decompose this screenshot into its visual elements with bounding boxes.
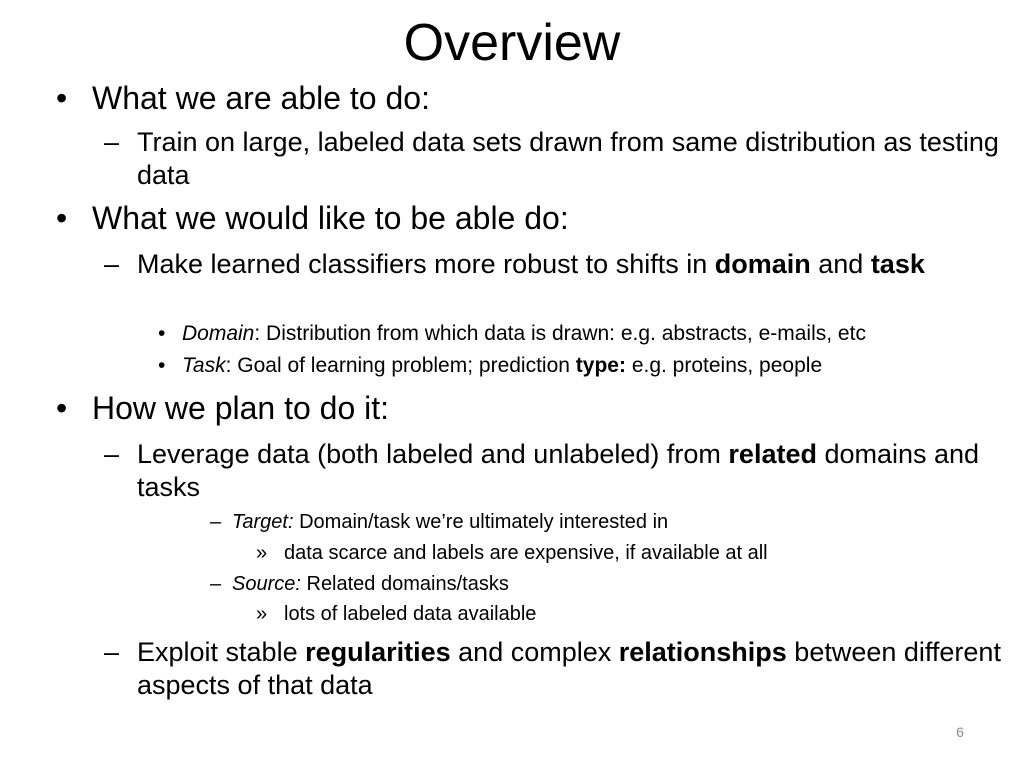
item-text: data scarce and labels are expensive, if… [284,542,768,564]
subbullet-leverage: – Leverage data (both labeled and unlabe… [104,438,1004,504]
subbullet-train: – Train on large, labeled data sets draw… [104,126,1004,192]
italic-target: Target: [232,511,294,533]
text-segment: : Distribution from which data is drawn:… [254,322,866,345]
bold-regularities: regularities [305,637,451,667]
text-segment: Make learned classifiers more robust to … [137,249,715,279]
bold-related: related [728,439,817,469]
page-number: 6 [956,724,964,740]
subbullet-robust: – Make learned classifiers more robust t… [104,248,1004,281]
text-segment: Leverage data (both labeled and unlabele… [137,439,729,469]
subbullet-text: Exploit stable regularities and complex … [137,636,1004,702]
bold-task: task [870,249,925,279]
dash-icon: – [104,637,120,667]
item-text: Target: Domain/task we’re ultimately int… [232,508,1010,536]
bullet-icon: • [158,322,166,345]
item-source: – Source: Related domains/tasks [210,570,1010,598]
bullet-text: What we are able to do: [92,80,430,116]
bullet-text: How we plan to do it: [92,390,390,426]
text-segment: and [810,249,871,279]
bullet-plan: • How we plan to do it: [56,390,1006,426]
text-segment: and complex [450,637,619,667]
text-segment: Related domains/tasks [300,573,509,595]
text-segment: Domain/task we’re ultimately interested … [293,511,669,533]
dash-icon: – [104,439,120,469]
italic-task: Task [182,354,226,377]
bold-type: type: [575,354,626,377]
italic-source: Source: [232,573,301,595]
item-text: Source: Related domains/tasks [232,570,1010,598]
subsub-domain: • Domain: Distribution from which data i… [158,320,1008,348]
text-segment: between different aspects of that data [137,637,1001,700]
italic-domain: Domain [182,322,255,345]
text-segment: : Goal of learning problem; prediction [225,354,576,377]
dash-icon: – [210,511,222,533]
subbullet-text: Make learned classifiers more robust to … [137,248,1004,281]
text-segment: e.g. proteins, people [625,354,823,377]
bullet-icon: • [56,390,68,426]
subsub-text: Domain: Distribution from which data is … [182,320,1008,348]
subbullet-text: Leverage data (both labeled and unlabele… [137,438,1004,504]
item-text: lots of labeled data available [284,603,537,625]
chevron-icon: » [256,542,268,564]
text-segment: Exploit stable [137,637,306,667]
dash-icon: – [104,249,120,279]
bullet-icon: • [56,80,68,116]
slide-title: Overview [403,14,621,72]
subbullet-text: Train on large, labeled data sets drawn … [137,127,999,190]
item-source-detail: » lots of labeled data available [256,600,1016,628]
bullet-text: What we would like to be able do: [92,200,569,236]
item-target: – Target: Domain/task we’re ultimately i… [210,508,1010,536]
chevron-icon: » [256,603,268,625]
subsub-task: • Task: Goal of learning problem; predic… [158,352,1008,380]
subbullet-exploit: – Exploit stable regularities and comple… [104,636,1004,702]
bullet-icon: • [158,354,166,377]
text-segment: domains and tasks [137,439,980,502]
dash-icon: – [104,127,120,157]
bullet-able-to-do: • What we are able to do: [56,80,1006,116]
bold-relationships: relationships [618,637,787,667]
bullet-icon: • [56,200,68,236]
item-target-detail: » data scarce and labels are expensive, … [256,539,1016,567]
bold-domain: domain [714,249,811,279]
bullet-would-like: • What we would like to be able do: [56,200,1006,236]
subsub-text: Task: Goal of learning problem; predicti… [182,352,1008,380]
dash-icon: – [210,573,222,595]
